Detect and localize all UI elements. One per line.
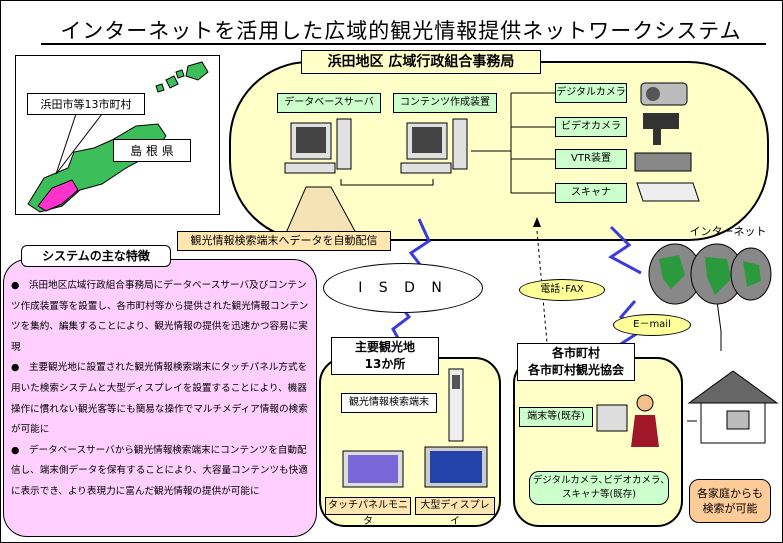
auto-delivery-label: 観光情報検索端末へデータを自動配信 (177, 231, 391, 251)
feature-paragraph-1: ● 浜田地区広域行政組合事務局にデータベースサーバ及びコンテンツ作成装置等を設置… (11, 280, 309, 353)
device-video-camera: ビデオカメラ (555, 117, 627, 137)
touch-panel-label: タッチパネルモニタ (325, 497, 411, 527)
search-terminal-label: 観光情報検索端末 (341, 393, 437, 413)
device-pictures (634, 82, 700, 202)
home-search-label: 各家庭からも 検索が可能 (689, 479, 771, 523)
large-display-icon (424, 446, 488, 488)
contents-device-label: コンテンツ作成装置 (393, 93, 497, 113)
db-server-label: データベースサーバ (277, 93, 381, 113)
municipalities-label-line1: 各市町村 (551, 346, 600, 360)
device-scanner: スキャナ (555, 183, 627, 203)
features-text: ● 浜田地区広域行政組合事務局にデータベースサーバ及びコンテンツ作成装置等を設置… (11, 276, 313, 503)
phone-fax-bubble: 電話･FAX (519, 279, 605, 301)
video-camera-icon (643, 113, 679, 129)
internet-label: インターネット (689, 225, 767, 238)
device-digital-camera: デジタルカメラ (555, 83, 627, 103)
large-display-label: 大型ディスプレイ (415, 497, 495, 527)
existing-terminal-label: 端末等(既存) (519, 407, 593, 427)
kiosk-terminal-icon (448, 368, 464, 442)
email-bubble: E－mail (613, 314, 691, 336)
features-heading: システムの主な特徴 (21, 245, 171, 267)
isdn-cloud: I S D N (323, 263, 483, 313)
feature-paragraph-2: ● 主要観光地に設置された観光情報検索端末にタッチパネル方式を用いた検索システム… (11, 362, 308, 436)
contents-device-computer-icon (400, 118, 468, 174)
diagram-title: インターネットを活用した広域的観光情報提供ネットワークシステム (60, 19, 742, 43)
sightseeing-label-line2: 13か所 (364, 357, 406, 371)
device-vtr: VTR装置 (555, 149, 627, 169)
cities-callout: 浜田市等13市町村 (27, 93, 145, 115)
feature-paragraph-3: ● データベースサーバから観光情報検索端末にコンテンツを自動配信し、端末側データ… (11, 444, 308, 497)
municipalities-label: 各市町村 各市町村観光協会 (517, 343, 635, 381)
touch-panel-icon (342, 450, 404, 488)
title-underline (41, 43, 766, 45)
prefecture-callout: 島 根 県 (113, 139, 191, 162)
home-label-line2: 検索が可能 (702, 502, 758, 515)
existing-devices-label: デジタルカメラ､ビデオカメラ､スキャナ等(既存) (529, 471, 669, 505)
globe-icon (648, 243, 772, 305)
hq-label: 浜田地区 広域行政組合事務局 (301, 50, 541, 74)
municipalities-label-line2: 各市町村観光協会 (527, 363, 624, 377)
scanner-icon (636, 182, 700, 202)
vtr-icon (634, 152, 692, 172)
lightning-icon (408, 218, 431, 272)
shimane-map-panel (15, 55, 220, 215)
home-label-line1: 各家庭からも (697, 487, 763, 500)
sightseeing-label: 主要観光地 13か所 (331, 337, 439, 375)
sightseeing-label-line1: 主要観光地 (354, 340, 415, 354)
house-icon (687, 370, 779, 444)
db-server-computer-icon (284, 118, 352, 174)
features-panel (3, 259, 317, 537)
office-worker-icon (596, 394, 659, 447)
